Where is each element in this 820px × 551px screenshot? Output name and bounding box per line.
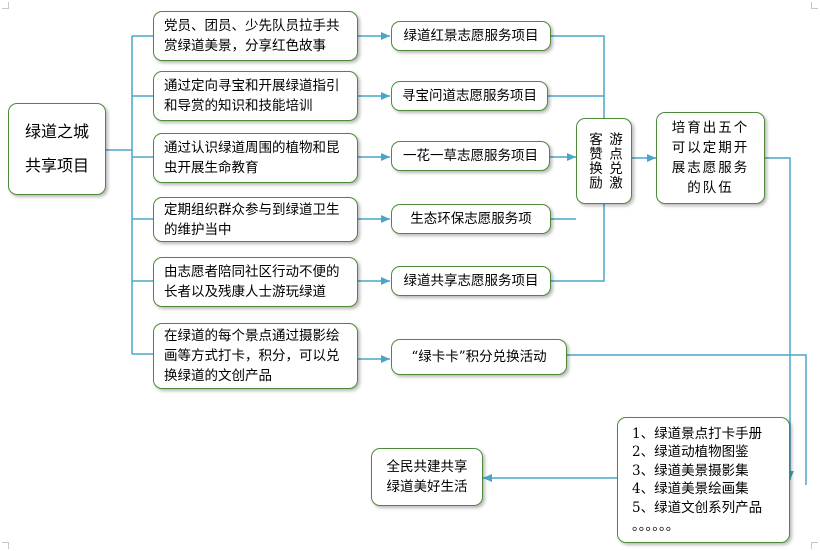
- project-label-6: “绿卡卡”积分兑换活动: [411, 349, 547, 365]
- activity-desc-4-text: 定期组织群众参与到绿道卫生的维护当中: [164, 201, 340, 238]
- incentive-left-column: 游点兑激: [606, 132, 622, 190]
- project-box-1: 绿道红景志愿服务项目: [391, 21, 551, 51]
- product-item-3: 3、绿道美景摄影集: [632, 462, 749, 479]
- activity-desc-3: 通过认识绿道周围的植物和昆虫开展生命教育: [153, 133, 358, 183]
- corner-mark-bottom-right: [811, 542, 818, 549]
- team-text: 培育出五个可以定期开展志愿服务的队伍: [671, 120, 750, 196]
- project-box-6: “绿卡卡”积分兑换活动: [391, 339, 567, 375]
- activity-desc-6: 在绿道的每个景点通过摄影绘画等方式打卡，积分，可以兑换绿道的文创产品: [153, 323, 358, 389]
- root-node: 绿道之城 共享项目: [8, 103, 106, 195]
- goal-text: 全民共建共享绿道美好生活: [386, 459, 468, 495]
- root-title-line2: 共享项目: [24, 156, 89, 175]
- project-label-5: 绿道共享志愿服务项目: [403, 273, 539, 289]
- products-box: 1、绿道景点打卡手册 2、绿道动植物图鉴 3、绿道美景摄影集 4、绿道美景绘画集…: [617, 417, 790, 543]
- product-item-1: 1、绿道景点打卡手册: [632, 425, 763, 442]
- project-label-1: 绿道红景志愿服务项目: [403, 28, 539, 44]
- activity-desc-5: 由志愿者陪同社区行动不便的长者以及残康人士游玩绿道: [153, 257, 358, 307]
- project-label-2: 寻宝问道志愿服务项目: [402, 88, 537, 104]
- activity-desc-2: 通过定向寻宝和开展绿道指引和导赏的知识和技能培训: [153, 71, 358, 121]
- activity-desc-5-text: 由志愿者陪同社区行动不便的长者以及残康人士游玩绿道: [164, 264, 340, 300]
- product-item-4: 4、绿道美景绘画集: [632, 481, 749, 497]
- corner-mark-top-left: [2, 2, 9, 9]
- corner-mark-bottom-left: [2, 542, 9, 549]
- project-box-3: 一花一草志愿服务项目: [391, 141, 550, 171]
- project-box-2: 寻宝问道志愿服务项目: [391, 81, 548, 111]
- activity-desc-6-text: 在绿道的每个景点通过摄影绘画等方式打卡，积分，可以兑换绿道的文创产品: [164, 328, 340, 384]
- activity-desc-1-text: 党员、团员、少先队员拉手共赏绿道美景，分享红色故事: [164, 18, 340, 54]
- incentive-box: 客赞换励 游点兑激: [576, 118, 632, 204]
- project-box-4: 生态环保志愿服务项: [391, 204, 551, 234]
- activity-desc-4: 定期组织群众参与到绿道卫生的维护当中: [153, 197, 358, 242]
- product-item-ellipsis: 。。。。。。: [632, 518, 680, 534]
- goal-box: 全民共建共享绿道美好生活: [371, 448, 483, 506]
- root-title-line1: 绿道之城: [24, 122, 89, 141]
- team-box: 培育出五个可以定期开展志愿服务的队伍: [656, 112, 765, 204]
- activity-desc-2-text: 通过定向寻宝和开展绿道指引和导赏的知识和技能培训: [164, 78, 340, 114]
- product-item-2: 2、绿道动植物图鉴: [632, 444, 749, 460]
- project-label-4: 生态环保志愿服务项: [410, 211, 532, 227]
- corner-mark-top-right: [811, 2, 818, 9]
- project-box-5: 绿道共享志愿服务项目: [391, 266, 551, 296]
- activity-desc-3-text: 通过认识绿道周围的植物和昆虫开展生命教育: [164, 140, 340, 176]
- incentive-right-column: 客赞换励: [586, 132, 602, 190]
- product-item-5: 5、绿道文创系列产品: [632, 499, 763, 516]
- project-label-3: 一花一草志愿服务项目: [403, 148, 538, 164]
- activity-desc-1: 党员、团员、少先队员拉手共赏绿道美景，分享红色故事: [153, 11, 358, 61]
